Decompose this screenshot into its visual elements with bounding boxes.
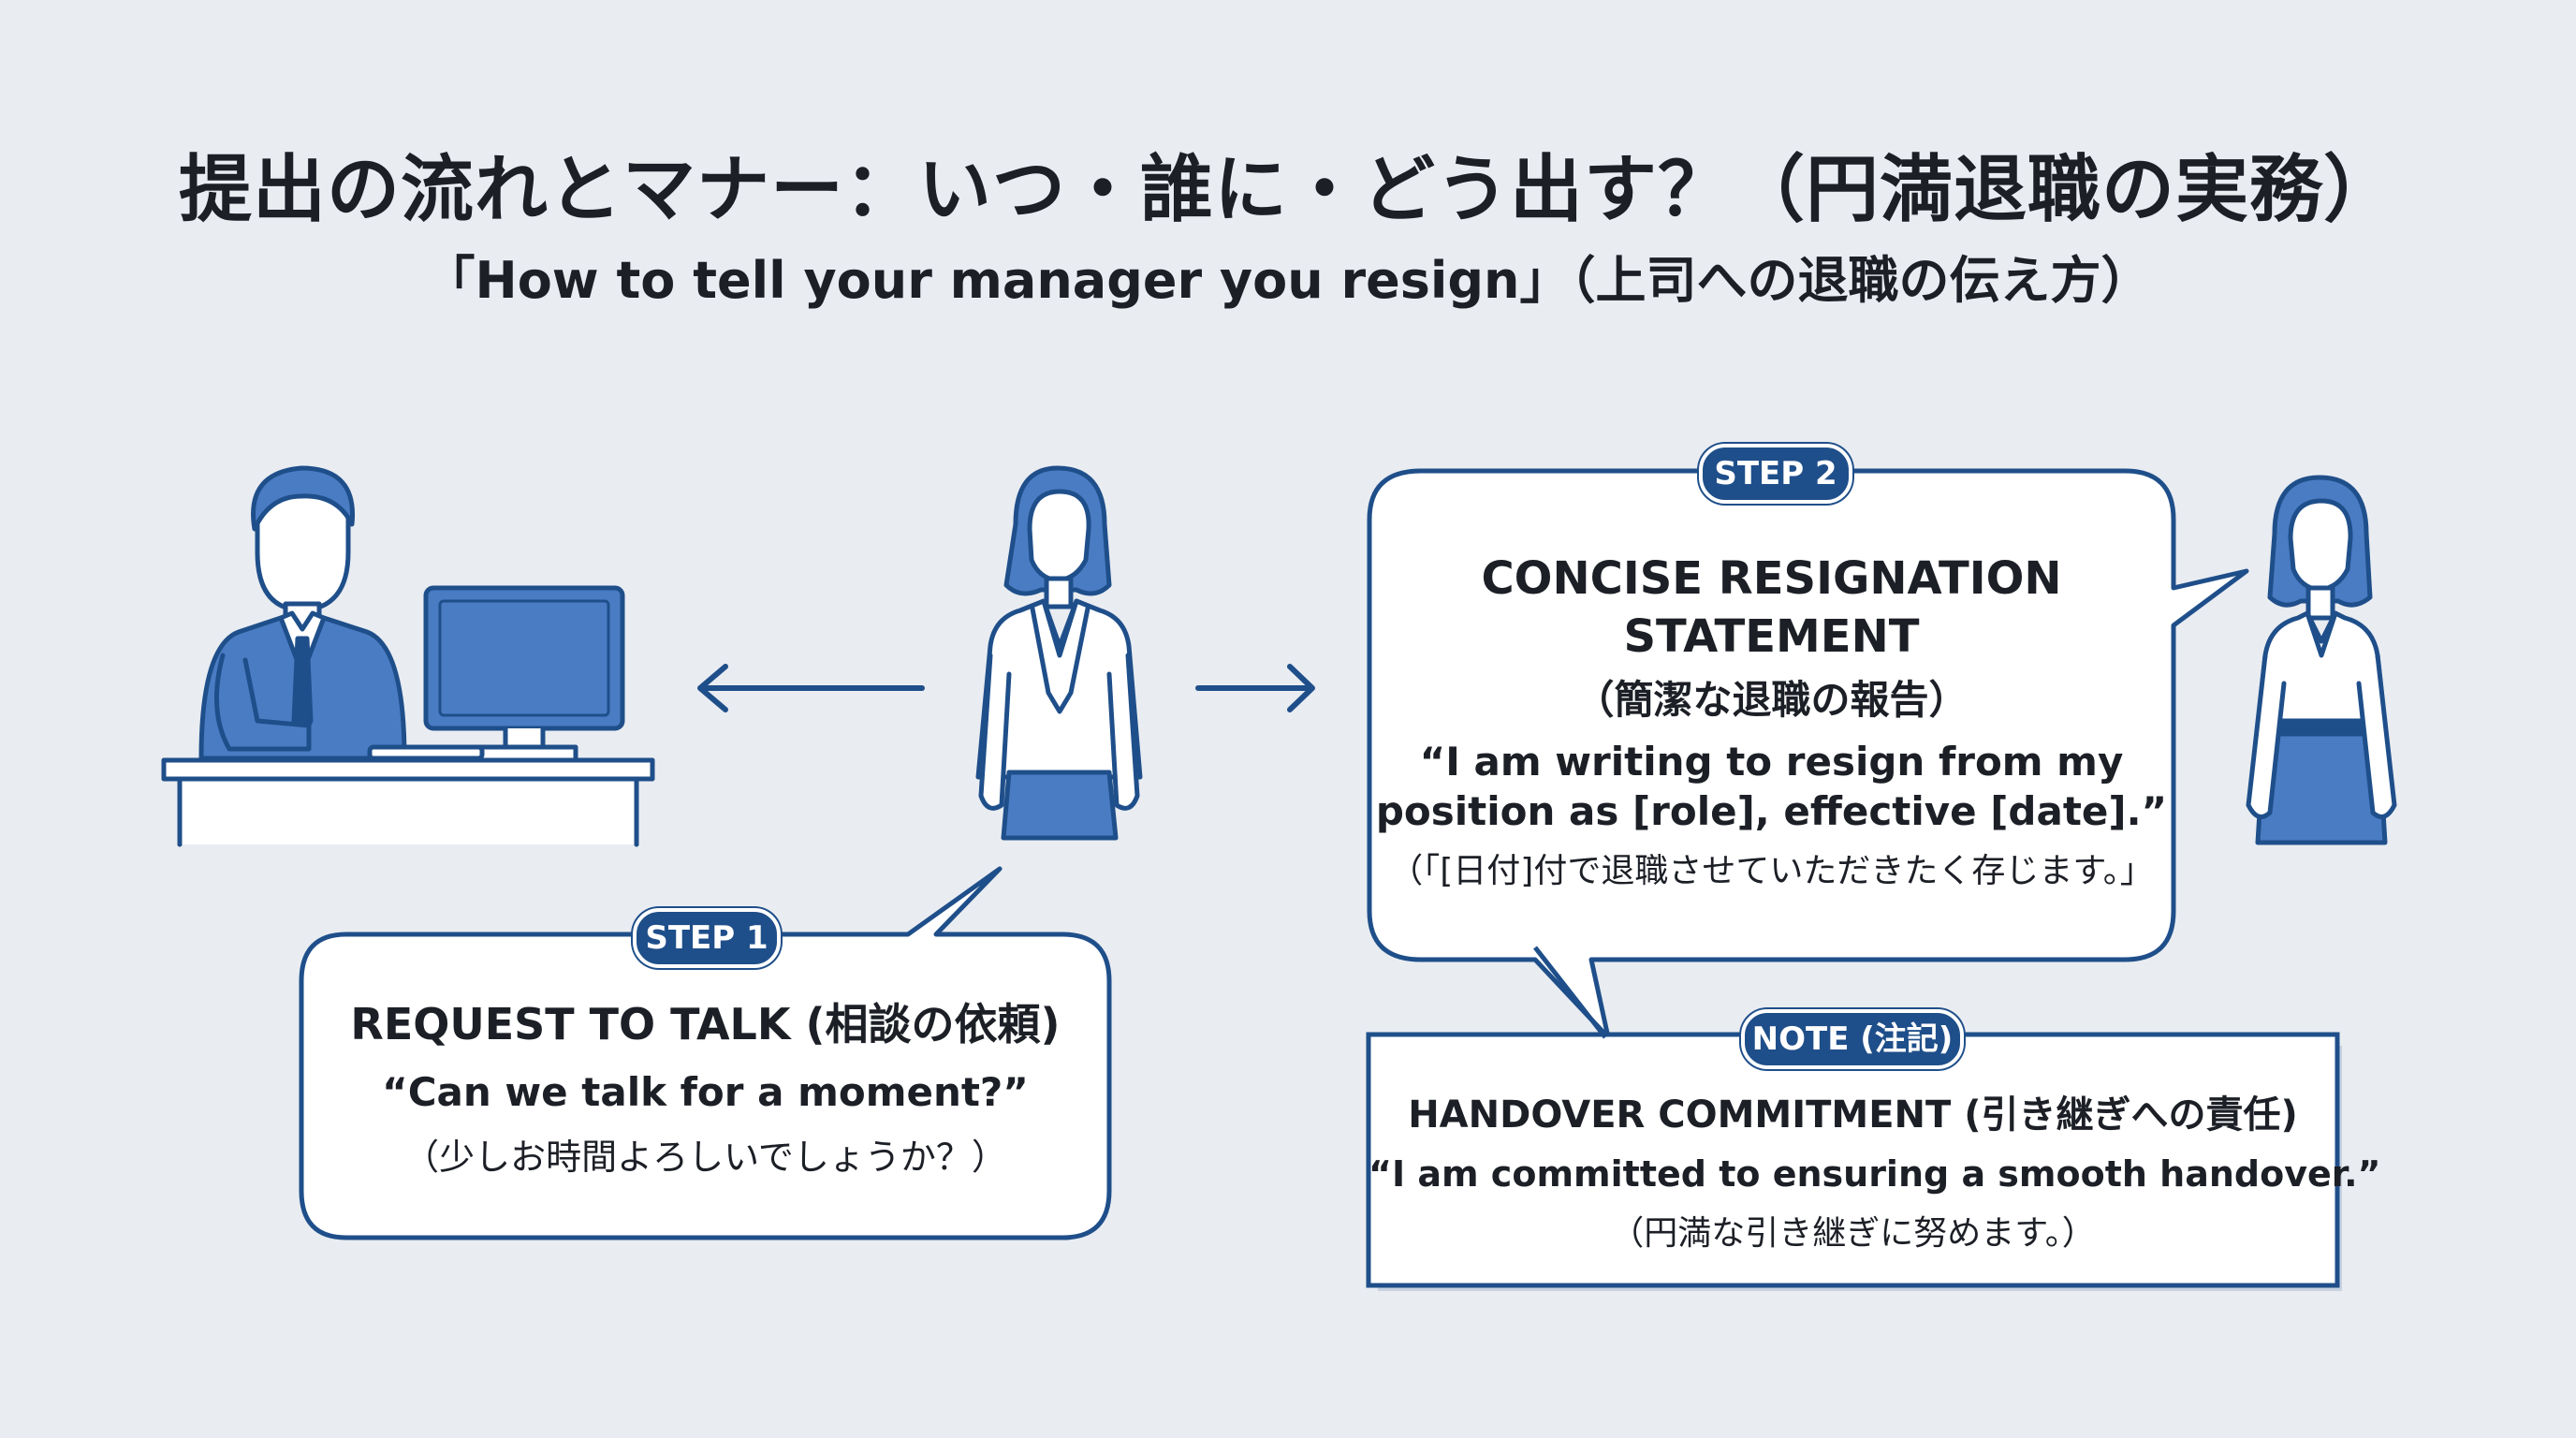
note-badge: NOTE (注記) bbox=[1741, 1009, 1964, 1069]
step2-badge: STEP 2 bbox=[1699, 444, 1852, 504]
step1-badge: STEP 1 bbox=[633, 908, 781, 968]
note-heading: HANDOVER COMMITMENT (引き継ぎへの責任) bbox=[1408, 1093, 2298, 1137]
step2-content: CONCISE RESIGNATION STATEMENT （簡潔な退職の報告）… bbox=[1369, 552, 2174, 892]
manager-at-desk-illustration bbox=[161, 465, 655, 847]
step1-quote: “Can we talk for a moment?” bbox=[382, 1069, 1029, 1115]
page-title: 提出の流れとマナー：いつ・誰に・どう出す？（円満退職の実務） bbox=[178, 148, 2397, 232]
step1-heading: REQUEST TO TALK (相談の依頼) bbox=[350, 999, 1061, 1049]
step2-bubble bbox=[1367, 468, 2249, 1040]
step1-content: REQUEST TO TALK (相談の依頼) “Can we talk for… bbox=[301, 990, 1109, 1180]
note-quote: “I am committed to ensuring a smooth han… bbox=[1368, 1153, 2381, 1195]
arrow-left-icon bbox=[697, 664, 925, 712]
note-box bbox=[1366, 946, 2342, 1291]
note-content: HANDOVER COMMITMENT (引き継ぎへの責任) “I am com… bbox=[1368, 1084, 2381, 1255]
employee-woman-illustration bbox=[2246, 475, 2397, 845]
step2-heading-line1: CONCISE RESIGNATION bbox=[1481, 552, 2062, 605]
arrow-right-icon bbox=[1195, 664, 1315, 712]
step1-translation: （少しお時間よろしいでしょうか？） bbox=[403, 1137, 1007, 1178]
page-subtitle: 「How to tell your manager you resign」（上司… bbox=[424, 251, 2152, 310]
note-translation: （円満な引き継ぎに努めます。） bbox=[1610, 1214, 2096, 1253]
step2-quote-line1: “I am writing to resign from my bbox=[1419, 739, 2124, 785]
step2-translation: （「[日付]付で退職させていただきたく存じます。」 bbox=[1389, 852, 2154, 890]
employee-woman-illustration bbox=[975, 465, 1143, 841]
step2-quote-line2: position as [role], effective [date].” bbox=[1375, 788, 2168, 834]
step2-heading-jp: （簡潔な退職の報告） bbox=[1574, 677, 1969, 723]
step1-bubble bbox=[299, 866, 1112, 1240]
step2-heading-line2: STATEMENT bbox=[1623, 610, 1920, 663]
